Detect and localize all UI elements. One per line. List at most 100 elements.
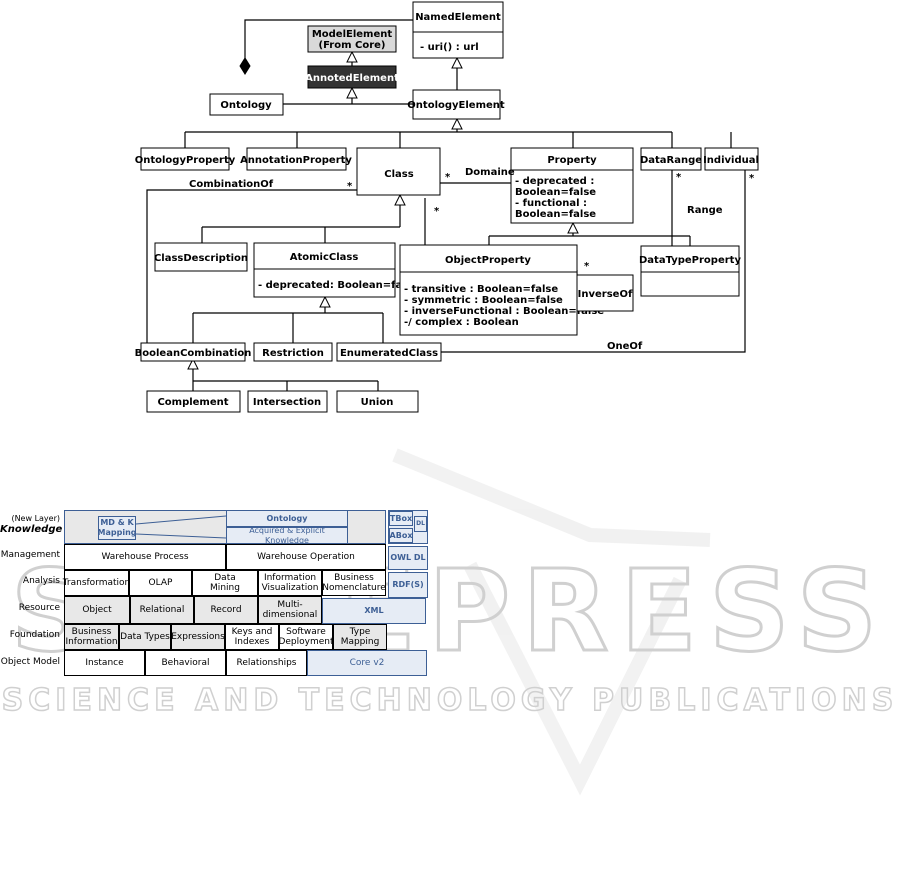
svg-text:- symmetric : Boolean=false: - symmetric : Boolean=false [404,295,563,306]
resource-record: Record [194,596,258,624]
resource-relational: Relational [130,596,194,624]
svg-text:*: * [445,172,451,183]
ontology-cell: Ontology [226,510,348,527]
svg-text:AnnotedElement: AnnotedElement [305,73,399,84]
row-label-foundation: Foundation [9,630,60,640]
uml-class-diagram: NamedElement - uri() : url ModelElement … [135,1,759,413]
svg-text:Class: Class [384,169,413,180]
svg-text:Intersection: Intersection [253,397,321,408]
data-types: Data Types [119,624,171,650]
label-one-of: OneOf [607,341,643,352]
class-enumerated-class: EnumeratedClass [336,342,442,362]
svg-text:DataTypeProperty: DataTypeProperty [639,255,741,266]
class-class: Class [356,147,441,196]
row-label-resource: Resource [18,603,60,613]
svg-text:-/ complex : Boolean: -/ complex : Boolean [404,317,519,328]
svg-text:Union: Union [361,397,394,408]
svg-text:InverseOf: InverseOf [578,289,633,300]
svg-text:AtomicClass: AtomicClass [290,252,359,263]
row-label-new-layer: (New Layer) [11,514,60,523]
core-v2: Core v2 [307,650,427,676]
class-annoted-element: AnnotedElement [305,65,399,89]
svg-text:Complement: Complement [157,397,228,408]
svg-text:*: * [584,261,590,272]
svg-text:- transitive : Boolean=false: - transitive : Boolean=false [404,284,558,295]
svg-text:ObjectProperty: ObjectProperty [445,255,531,266]
class-named-element: NamedElement - uri() : url [412,1,504,59]
class-ontology-element: OntologyElement [407,89,505,120]
svg-text:BooleanCombination: BooleanCombination [135,348,252,359]
label-combination-of: CombinationOf [189,179,274,190]
svg-text:Boolean=false: Boolean=false [515,209,596,220]
watermark-subtitle: SCIENCE AND TECHNOLOGY PUBLICATIONS [2,683,899,718]
class-class-description: ClassDescription [154,242,248,272]
dl-cell: DL [414,516,427,532]
row-label-object-model: Object Model [0,657,60,667]
class-inverse-of: InverseOf [576,274,634,312]
acquired-knowledge-cell: Acquired & Explicit Knowledge [226,526,348,545]
svg-text:*: * [434,206,440,217]
resource-multidimensional: Multi-dimensional [258,596,322,624]
svg-text:- inverseFunctional : Boolea: - inverseFunctional : Boolean=false [404,306,604,317]
svg-text:NamedElement: NamedElement [415,12,501,23]
relationships: Relationships [226,650,307,676]
class-annotation-property: AnnotationProperty [240,147,352,171]
class-union: Union [336,390,419,413]
class-complement: Complement [146,390,241,413]
svg-text:- uri() : url: - uri() : url [420,42,479,53]
svg-text:*: * [347,181,353,192]
association-labels: Domaine * CombinationOf * * * Range * * … [189,167,755,352]
class-atomic-class: AtomicClass - deprecated: Boolean=false [253,242,419,298]
row-label-knowledge: Knowledge [0,524,63,535]
svg-text:Boolean=false: Boolean=false [515,187,596,198]
svg-text:EnumeratedClass: EnumeratedClass [340,348,438,359]
svg-text:DataRange: DataRange [640,155,702,166]
rdfs: RDF(S) [388,572,428,598]
class-data-range: DataRange [640,147,702,171]
svg-text:- deprecated :: - deprecated : [515,176,594,187]
tbox-cell: TBox [389,511,413,526]
svg-text:*: * [749,173,755,184]
warehouse-operation: Warehouse Operation [226,544,386,570]
svg-text:AnnotationProperty: AnnotationProperty [240,155,352,166]
class-property: Property - deprecated : Boolean=false - … [510,147,634,224]
warehouse-process: Warehouse Process [64,544,226,570]
xml: XML [322,598,426,624]
row-label-management: Management [0,550,60,560]
knowledge-connector [135,515,227,539]
class-object-property: ObjectProperty - transitive : Boolean=fa… [399,244,604,336]
resource-object: Object [64,596,130,624]
class-ontology-property: OntologyProperty [135,147,236,171]
transformation: Transformation [63,570,130,596]
svg-text:Ontology: Ontology [220,100,272,111]
svg-text:Individual: Individual [703,155,759,166]
class-boolean-combination: BooleanCombination [135,342,252,362]
olap: OLAP [129,570,192,596]
behavioral: Behavioral [145,650,226,676]
owl-dl: OWL DL [388,546,428,570]
row-label-analysis: Analysis [22,576,60,586]
abox-cell: ABox [389,528,413,543]
class-model-element: ModelElement (From Core) [307,25,397,53]
label-range: Range [687,205,723,216]
class-intersection: Intersection [247,390,328,413]
svg-text:Property: Property [547,155,597,166]
svg-text:- deprecated: Boolean=false: - deprecated: Boolean=false [258,280,419,291]
svg-text:Restriction: Restriction [262,348,324,359]
svg-text:ModelElement: ModelElement [312,29,393,40]
svg-text:OntologyProperty: OntologyProperty [135,155,236,166]
svg-text:(From Core): (From Core) [319,40,386,51]
class-ontology: Ontology [209,93,284,116]
instance: Instance [64,650,145,676]
layered-architecture: (New Layer) Knowledge Management Analysi… [0,506,440,681]
class-individual: Individual [703,147,759,171]
uml-connectors [146,19,746,391]
class-restriction: Restriction [253,342,333,362]
